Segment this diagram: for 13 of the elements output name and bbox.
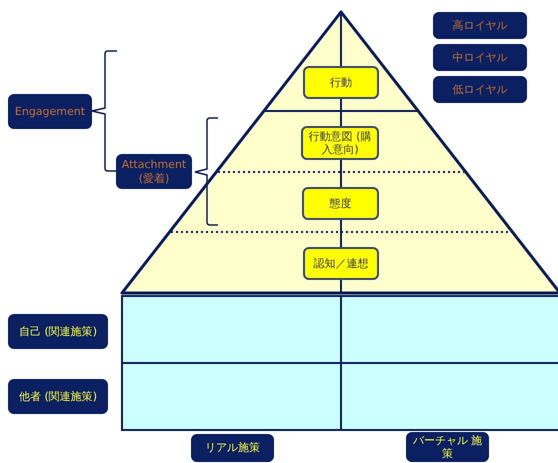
level-box: 行動 (303, 66, 379, 99)
label-box: バーチャル 施策 (406, 432, 489, 462)
label-box: 自己 (関連施策) (8, 314, 108, 349)
label-box: 高ロイヤル (433, 12, 527, 39)
label-box: Attachment (愛着) (116, 154, 192, 189)
level-box: 態度 (302, 187, 379, 220)
level-box: 行動意図 (購入意向) (301, 126, 379, 160)
label-box: 他者 (関連施策) (8, 379, 108, 414)
label-box: リアル施策 (191, 434, 274, 462)
label-box: 中ロイヤル (433, 44, 527, 71)
label-box: Engagement (8, 94, 92, 129)
level-box: 認知／連想 (303, 247, 379, 280)
label-box: 低ロイヤル (433, 76, 527, 103)
